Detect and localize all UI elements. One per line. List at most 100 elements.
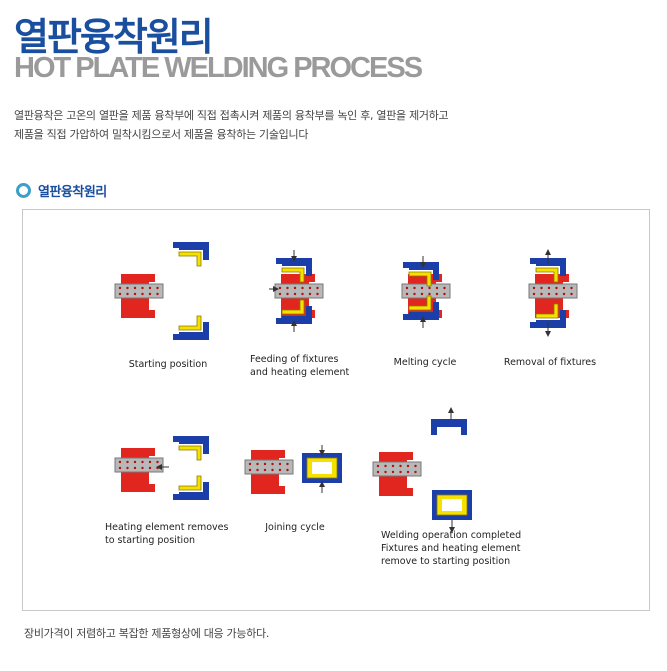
heater-dot — [413, 292, 416, 296]
step-feeding — [269, 250, 324, 332]
heater-dot — [428, 286, 431, 290]
heater-dot — [286, 292, 289, 296]
intro-text: 열판융착은 고온의 열판을 제품 융착부에 직접 접촉시켜 제품의 융착부를 녹… — [14, 106, 449, 144]
fixture-upper — [403, 262, 439, 280]
part-cavity — [442, 499, 462, 511]
step-melting — [401, 256, 451, 328]
heater-dot — [414, 464, 417, 468]
heater-dot — [443, 292, 446, 296]
part-upper — [178, 445, 202, 461]
fixture-lower — [530, 310, 566, 328]
heater-dot — [384, 464, 387, 468]
fixture-upper — [530, 258, 566, 276]
heater-dot — [406, 464, 410, 468]
heater-dot — [118, 292, 122, 296]
heater-dot — [263, 468, 267, 472]
part-lower — [281, 299, 305, 315]
heater-dot — [126, 286, 129, 290]
heater-dot — [308, 292, 312, 296]
heater-dot — [133, 466, 137, 470]
part-lower — [535, 303, 559, 319]
footnote: 장비가격이 저렴하고 복잡한 제품형상에 대응 가능하다. — [24, 627, 270, 640]
heater-dot — [278, 292, 282, 296]
heater-dot — [443, 286, 446, 290]
heater-dot — [271, 462, 274, 466]
heater-dot — [562, 292, 566, 296]
heater-dot — [118, 466, 122, 470]
heater-dot — [428, 292, 431, 296]
heater-dot — [435, 286, 439, 290]
heater-plate — [372, 461, 422, 477]
step-caption: Joining cycle — [264, 522, 325, 533]
heater-dot — [286, 286, 289, 290]
part-lower — [178, 315, 202, 331]
heater-dot — [286, 468, 289, 472]
heater-plate — [274, 283, 324, 299]
heater-dot — [547, 292, 551, 296]
part-upper — [408, 271, 432, 287]
step-caption: Melting cycle — [394, 357, 457, 368]
heater-dot — [316, 292, 319, 296]
fixture-upper — [431, 419, 467, 435]
heater-plate — [244, 459, 294, 475]
heater-plate — [401, 283, 451, 299]
heater-dot — [118, 460, 122, 464]
heater-dot — [156, 466, 159, 470]
heater-dot — [405, 286, 409, 290]
circle-bullet-icon — [16, 183, 31, 198]
page-title-korean: 열판융착원리 — [14, 15, 214, 59]
heater-dot — [148, 460, 152, 464]
heater-dot — [141, 460, 144, 464]
heater-dot — [141, 466, 144, 470]
heater-dot — [293, 286, 297, 290]
heater-dot — [278, 462, 282, 466]
heater-dot — [133, 460, 137, 464]
heater-dot — [420, 292, 424, 296]
heater-dot — [532, 286, 536, 290]
heater-dot — [540, 292, 543, 296]
fixture-upper — [173, 242, 209, 260]
heater-dot — [414, 470, 417, 474]
heater-dot — [562, 286, 566, 290]
section-label: 열판융착원리 — [38, 185, 107, 200]
step-caption: remove to starting position — [381, 556, 510, 567]
step-removal — [528, 249, 578, 337]
heater-dot — [141, 292, 144, 296]
heater-dot — [278, 286, 282, 290]
part-cavity — [312, 462, 332, 474]
heater-plate — [528, 283, 578, 299]
heater-dot — [156, 292, 159, 296]
heater-dot — [118, 286, 122, 290]
fixture-lower — [173, 482, 209, 500]
heater-dot — [126, 466, 129, 470]
heater-dot — [248, 468, 252, 472]
fixture-lower — [276, 306, 312, 324]
step-caption: to starting position — [105, 535, 195, 546]
heater-dot — [376, 470, 380, 474]
heater-dot — [555, 292, 558, 296]
step-starting-position — [114, 242, 209, 340]
heater-dot — [126, 460, 129, 464]
heater-dot — [391, 470, 395, 474]
heater-dot — [141, 286, 144, 290]
heater-dot — [570, 292, 573, 296]
heater-dot — [435, 292, 439, 296]
heater-dot — [148, 286, 152, 290]
part-upper — [281, 267, 305, 283]
step-caption: Removal of fixtures — [504, 357, 596, 368]
fixture-lower — [403, 302, 439, 320]
heater-dot — [148, 292, 152, 296]
heater-dot — [301, 292, 304, 296]
heater-dot — [263, 462, 267, 466]
fixture-upper — [173, 436, 209, 454]
step-completed — [372, 407, 472, 533]
heater-dot — [308, 286, 312, 290]
part-lower — [178, 475, 202, 491]
heater-dot — [256, 462, 259, 466]
heater-dot — [148, 466, 152, 470]
heater-dot — [293, 292, 297, 296]
heater-dot — [384, 470, 387, 474]
heater-dot — [248, 462, 252, 466]
